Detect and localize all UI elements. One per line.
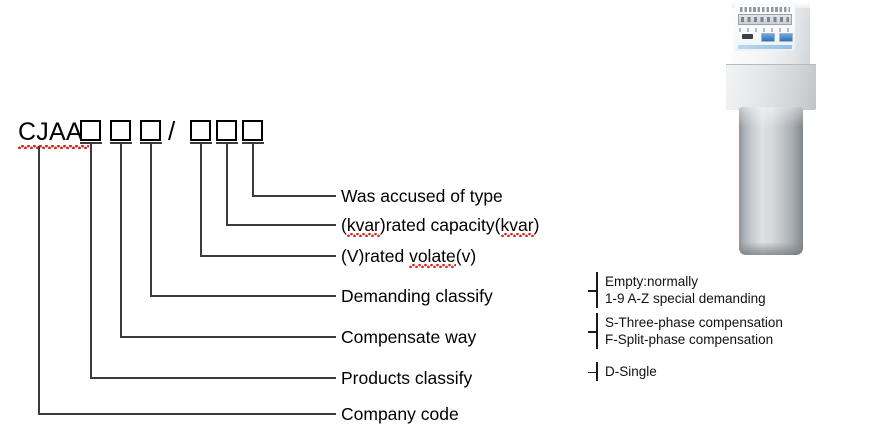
code-box-compensate-way bbox=[140, 120, 161, 141]
label-was-accused-of-type: Was accused of type bbox=[341, 186, 503, 206]
device-cylinder-base bbox=[739, 242, 803, 255]
label-demanding-classify: Demanding classify bbox=[341, 286, 493, 306]
label-text: Was accused of type bbox=[341, 186, 503, 206]
note-lines: S-Three-phase compensation F-Split-phase… bbox=[598, 314, 783, 348]
label-rated-volate: (V)rated volate(v) bbox=[341, 246, 476, 266]
bracket-icon bbox=[588, 272, 598, 308]
panel-button-1 bbox=[761, 33, 775, 42]
bracket-icon bbox=[588, 313, 598, 349]
code-box-rated-capacity bbox=[242, 120, 263, 141]
code-separator-slash: / bbox=[168, 116, 176, 146]
label-text: Products classify bbox=[341, 368, 473, 388]
device-collar bbox=[726, 64, 816, 110]
panel-accent-strip bbox=[738, 45, 792, 49]
device-capacitor-cylinder bbox=[739, 107, 803, 255]
note-line: Empty:normally bbox=[605, 274, 699, 289]
device-collar-seam bbox=[726, 64, 816, 65]
note-line: 1-9 A-Z special demanding bbox=[605, 291, 766, 306]
label-text: Company code bbox=[341, 404, 459, 424]
note-group-demanding-classify: Empty:normally 1-9 A-Z special demanding bbox=[588, 272, 766, 308]
product-photo bbox=[718, 2, 830, 255]
lcd-display bbox=[738, 14, 792, 25]
label-text: Demanding classify bbox=[341, 286, 493, 306]
panel-label-row bbox=[739, 28, 791, 32]
note-line: S-Three-phase compensation bbox=[605, 315, 783, 330]
label-text: Compensate way bbox=[341, 327, 477, 347]
panel-button-2 bbox=[779, 33, 793, 42]
misspelling-kvar-2: kvar bbox=[500, 215, 534, 235]
code-box-company bbox=[80, 120, 101, 141]
panel-title-text bbox=[740, 7, 790, 12]
note-group-compensate-way: S-Three-phase compensation F-Split-phase… bbox=[588, 313, 783, 349]
note-line: F-Split-phase compensation bbox=[605, 332, 774, 347]
misspelling-kvar-1: kvar bbox=[346, 215, 380, 235]
note-lines: D-Single bbox=[598, 363, 657, 380]
panel-knob bbox=[742, 34, 753, 39]
note-line: D-Single bbox=[605, 364, 657, 379]
label-company-code: Company code bbox=[341, 404, 459, 424]
note-lines: Empty:normally 1-9 A-Z special demanding bbox=[598, 273, 766, 307]
label-rated-capacity: (kvar)rated capacity(kvar) bbox=[341, 215, 539, 235]
label-products-classify: Products classify bbox=[341, 368, 472, 388]
code-box-demanding-classify bbox=[190, 120, 211, 141]
code-box-rated-volate bbox=[216, 120, 237, 141]
bracket-icon bbox=[588, 362, 598, 381]
label-compensate-way: Compensate way bbox=[341, 327, 476, 347]
code-box-products-classify bbox=[110, 120, 131, 141]
device-control-panel bbox=[735, 5, 795, 51]
label-text: (kvar)rated capacity(kvar) bbox=[341, 215, 540, 235]
label-text: (V)rated volate(v) bbox=[341, 246, 477, 266]
note-group-products-classify: D-Single bbox=[588, 362, 657, 381]
misspelling-volate: volate bbox=[409, 246, 456, 266]
